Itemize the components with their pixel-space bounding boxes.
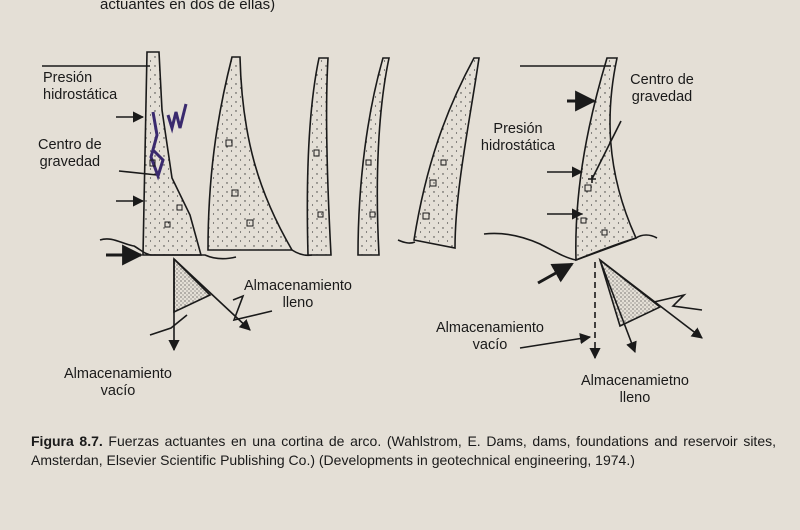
left-full-label: Almacenamiento lleno: [244, 278, 352, 311]
left-gravity-label: Centro de gravedad: [38, 137, 102, 170]
arch-dam-diagram: [42, 51, 703, 360]
right-empty-label: Almacenamiento vacío: [436, 320, 544, 353]
aggregate-stones: [149, 139, 608, 236]
top-text-fragment: actuantes en dos de ellas): [100, 0, 276, 13]
figure-caption: Figura 8.7. Fuerzas actuantes en una cor…: [31, 432, 776, 469]
right-pressure-label: Presión hidrostática: [480, 121, 556, 154]
figure-number: Figura 8.7.: [31, 433, 103, 449]
left-empty-label: Almacenamiento vacío: [64, 366, 172, 399]
arch-profiles: [207, 56, 480, 257]
right-gravity-label: Centro de gravedad: [630, 72, 694, 105]
caption-text: Fuerzas actuantes en una cortina de arco…: [31, 433, 776, 468]
right-dam-section: [483, 57, 703, 360]
left-dam-section: [42, 51, 273, 352]
right-full-label: Almacenamietno lleno: [581, 373, 689, 406]
left-pressure-label: Presión hidrostática: [43, 70, 118, 103]
